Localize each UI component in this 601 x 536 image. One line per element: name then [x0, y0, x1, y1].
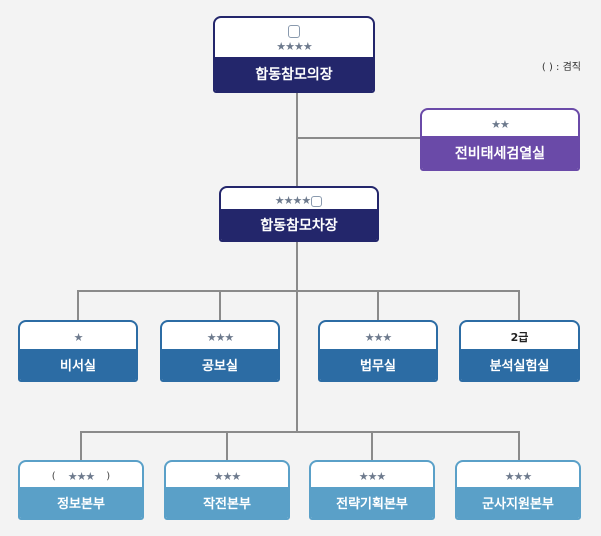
node-vice-chairman[interactable]: ★★★★ 합동참모차장 [219, 186, 379, 242]
node-office-label: 비서실 [20, 349, 136, 380]
connector-office-1 [77, 290, 79, 321]
connector-division-3 [371, 431, 373, 461]
connector-divisions-horizontal [81, 431, 520, 433]
node-division-military-support[interactable]: ★★★ 군사지원본부 [455, 460, 581, 520]
rank-stars: ★★★ [67, 470, 96, 483]
node-office-label: 분석실험실 [461, 349, 578, 380]
connector-division-1 [80, 431, 82, 461]
node-strategy[interactable]: ★★ 전비태세검열실 [420, 108, 580, 171]
connector-office-4 [518, 290, 520, 321]
rank-stars: ★★★ [364, 330, 393, 344]
emblem-icon [288, 24, 300, 38]
connector-office-2 [219, 290, 221, 321]
connector-main-trunk [296, 91, 298, 188]
rank-stars: ★★★ [358, 470, 387, 483]
concurrent-paren-open: ( [51, 471, 56, 482]
node-strategy-label: 전비태세검열실 [422, 136, 578, 169]
node-division-strategic-planning[interactable]: ★★★ 전략기획본부 [309, 460, 435, 520]
concurrent-paren-close: ) [106, 471, 111, 482]
node-office-analysis-lab[interactable]: 2급 분석실험실 [459, 320, 580, 382]
node-office-secretary[interactable]: ★ 비서실 [18, 320, 138, 382]
connector-division-4 [518, 431, 520, 461]
node-office-public-affairs[interactable]: ★★★ 공보실 [160, 320, 280, 382]
node-office-label: 법무실 [320, 349, 436, 380]
connector-lower-trunk [296, 240, 298, 433]
emblem-icon [311, 195, 323, 207]
node-division-label: 정보본부 [20, 487, 142, 518]
node-division-intelligence[interactable]: ( ★★★ ) 정보본부 [18, 460, 144, 520]
rank-stars: ★★ [491, 117, 510, 131]
connector-offices-horizontal [78, 290, 520, 292]
rank-stars: ★★★ [213, 470, 242, 483]
node-division-label: 작전본부 [166, 487, 288, 518]
node-vice-chairman-label: 합동참모차장 [221, 209, 377, 240]
rank-stars: ★★★ [206, 330, 235, 344]
connector-division-2 [226, 431, 228, 461]
connector-to-strategy [297, 137, 421, 139]
rank-grade: 2급 [510, 331, 529, 344]
node-division-operations[interactable]: ★★★ 작전본부 [164, 460, 290, 520]
node-office-label: 공보실 [162, 349, 278, 380]
node-division-label: 군사지원본부 [457, 487, 579, 518]
node-chairman[interactable]: ★★★★ 합동참모의장 [213, 16, 375, 93]
rank-stars: ★ [73, 330, 84, 344]
connector-office-3 [377, 290, 379, 321]
node-chairman-label: 합동참모의장 [215, 57, 373, 91]
rank-stars: ★★★ [504, 470, 533, 483]
rank-stars: ★★★★ [276, 39, 312, 53]
rank-stars: ★★★★ [274, 193, 311, 207]
node-division-label: 전략기획본부 [311, 487, 433, 518]
node-office-legal[interactable]: ★★★ 법무실 [318, 320, 438, 382]
legend-note: ( ) : 겸직 [541, 62, 581, 73]
